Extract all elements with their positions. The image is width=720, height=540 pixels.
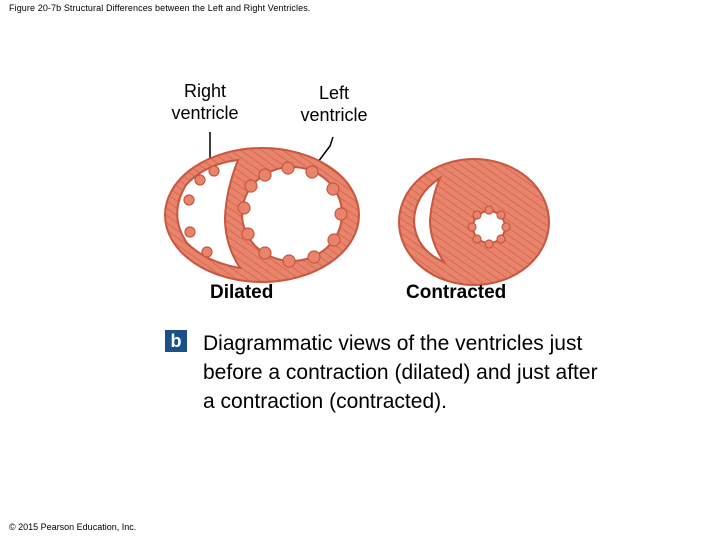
figure-title: Figure 20-7b Structural Differences betw… xyxy=(9,3,311,13)
dilated-label: Dilated xyxy=(210,282,274,303)
left-ventricle-label: Left ventricle xyxy=(300,83,368,125)
contracted-label: Contracted xyxy=(406,282,507,303)
dilated-heart xyxy=(164,147,360,283)
left-ventricle-leader xyxy=(317,136,334,163)
figure-caption: Diagrammatic views of the ventricles jus… xyxy=(203,332,598,413)
part-letter-badge: b xyxy=(165,330,187,352)
copyright-notice: © 2015 Pearson Education, Inc. xyxy=(9,522,137,532)
contracted-right-ventricle-cavity xyxy=(412,175,447,265)
right-ventricle-cavity xyxy=(176,158,243,270)
contracted-heart xyxy=(398,158,550,286)
right-ventricle-label: Right ventricle xyxy=(171,81,239,123)
left-ventricle-cavity xyxy=(241,166,343,262)
